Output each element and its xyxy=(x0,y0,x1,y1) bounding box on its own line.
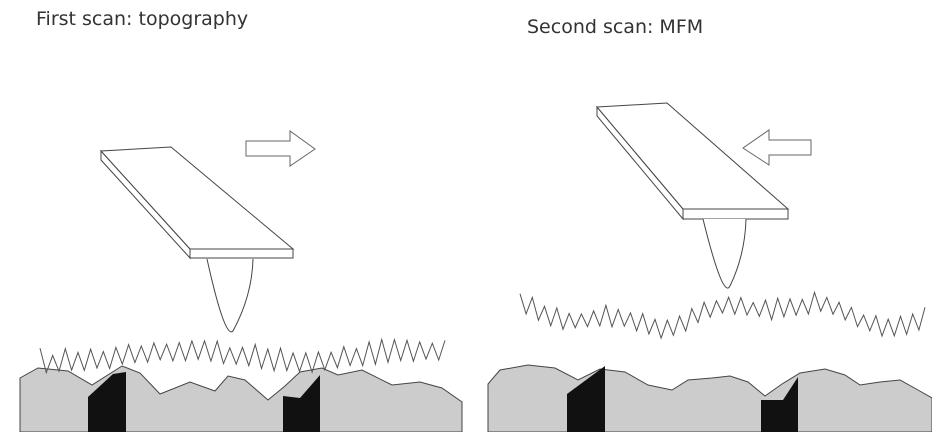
sample-surface-right xyxy=(487,364,932,432)
magnetic-domain-right-1 xyxy=(567,366,605,432)
panel-topography xyxy=(19,130,463,432)
panel-title-topography: First scan: topography xyxy=(36,8,249,30)
magnetic-domain-left-1 xyxy=(88,372,126,432)
panel-title-mfm: Second scan: MFM xyxy=(527,16,704,38)
probe-tip-right xyxy=(702,218,747,289)
probe-tip-left xyxy=(206,258,254,333)
cantilever-left xyxy=(99,146,295,333)
magnetic-domain-right-2 xyxy=(761,377,798,432)
topography-trace xyxy=(39,337,446,375)
arrow-left-icon xyxy=(742,129,812,166)
mfm-trace xyxy=(519,290,926,340)
cantilever-right xyxy=(595,102,790,289)
arrow-right-icon xyxy=(245,130,316,167)
sample-surface-left xyxy=(19,365,463,432)
magnetic-domain-left-2 xyxy=(283,375,320,432)
panel-mfm xyxy=(487,102,932,432)
